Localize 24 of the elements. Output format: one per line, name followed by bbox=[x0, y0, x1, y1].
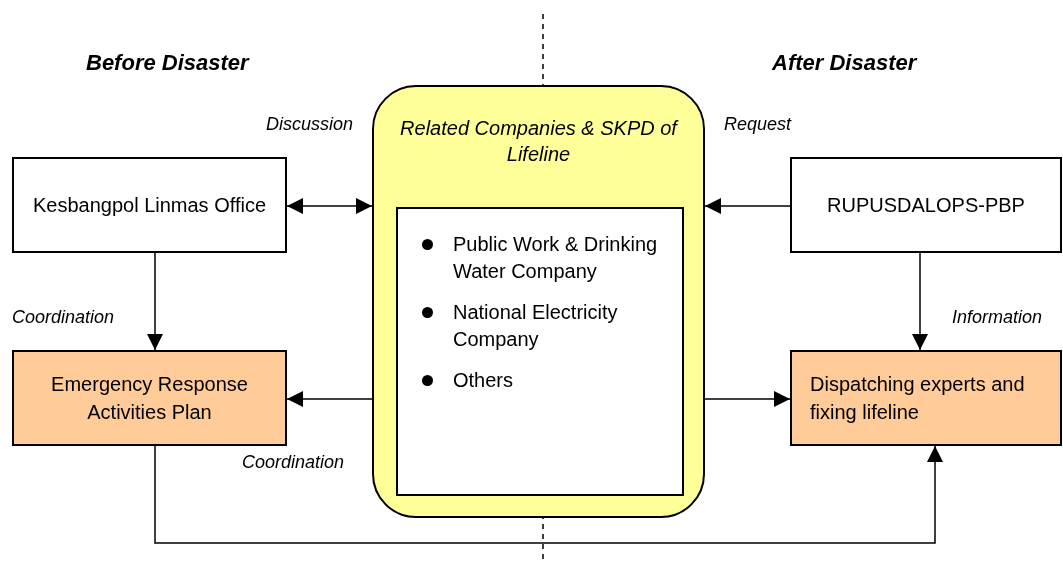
process-box: Dispatching experts and fixing lifeline bbox=[790, 350, 1062, 446]
arrow bbox=[147, 252, 163, 351]
edge-label: Discussion bbox=[266, 113, 354, 136]
list-item: Public Work & Drinking Water Company bbox=[453, 232, 659, 284]
arrow bbox=[286, 391, 373, 407]
group-box bbox=[372, 85, 705, 518]
group-heading: Related Companies & SKPD of Lifeline bbox=[399, 116, 680, 167]
process-box: RUPUSDALOPS-PBP bbox=[790, 157, 1062, 253]
edge-label: Information bbox=[952, 306, 1043, 329]
arrow bbox=[704, 391, 791, 407]
section-heading: Before Disaster bbox=[86, 49, 249, 77]
edge-label: Coordination bbox=[12, 306, 115, 329]
edge-label: Request bbox=[724, 113, 792, 136]
list-item: National Electricity Company bbox=[453, 300, 619, 352]
arrow bbox=[912, 252, 928, 351]
section-heading: After Disaster bbox=[772, 49, 917, 77]
arrow bbox=[286, 198, 373, 214]
list-box bbox=[396, 207, 684, 496]
edge-label: Coordination bbox=[242, 451, 345, 474]
list-item: Others bbox=[453, 368, 514, 393]
process-box: Kesbangpol Linmas Office bbox=[12, 157, 287, 253]
arrow bbox=[704, 198, 791, 214]
process-box: Emergency Response Activities Plan bbox=[12, 350, 287, 446]
arrow bbox=[154, 445, 943, 544]
